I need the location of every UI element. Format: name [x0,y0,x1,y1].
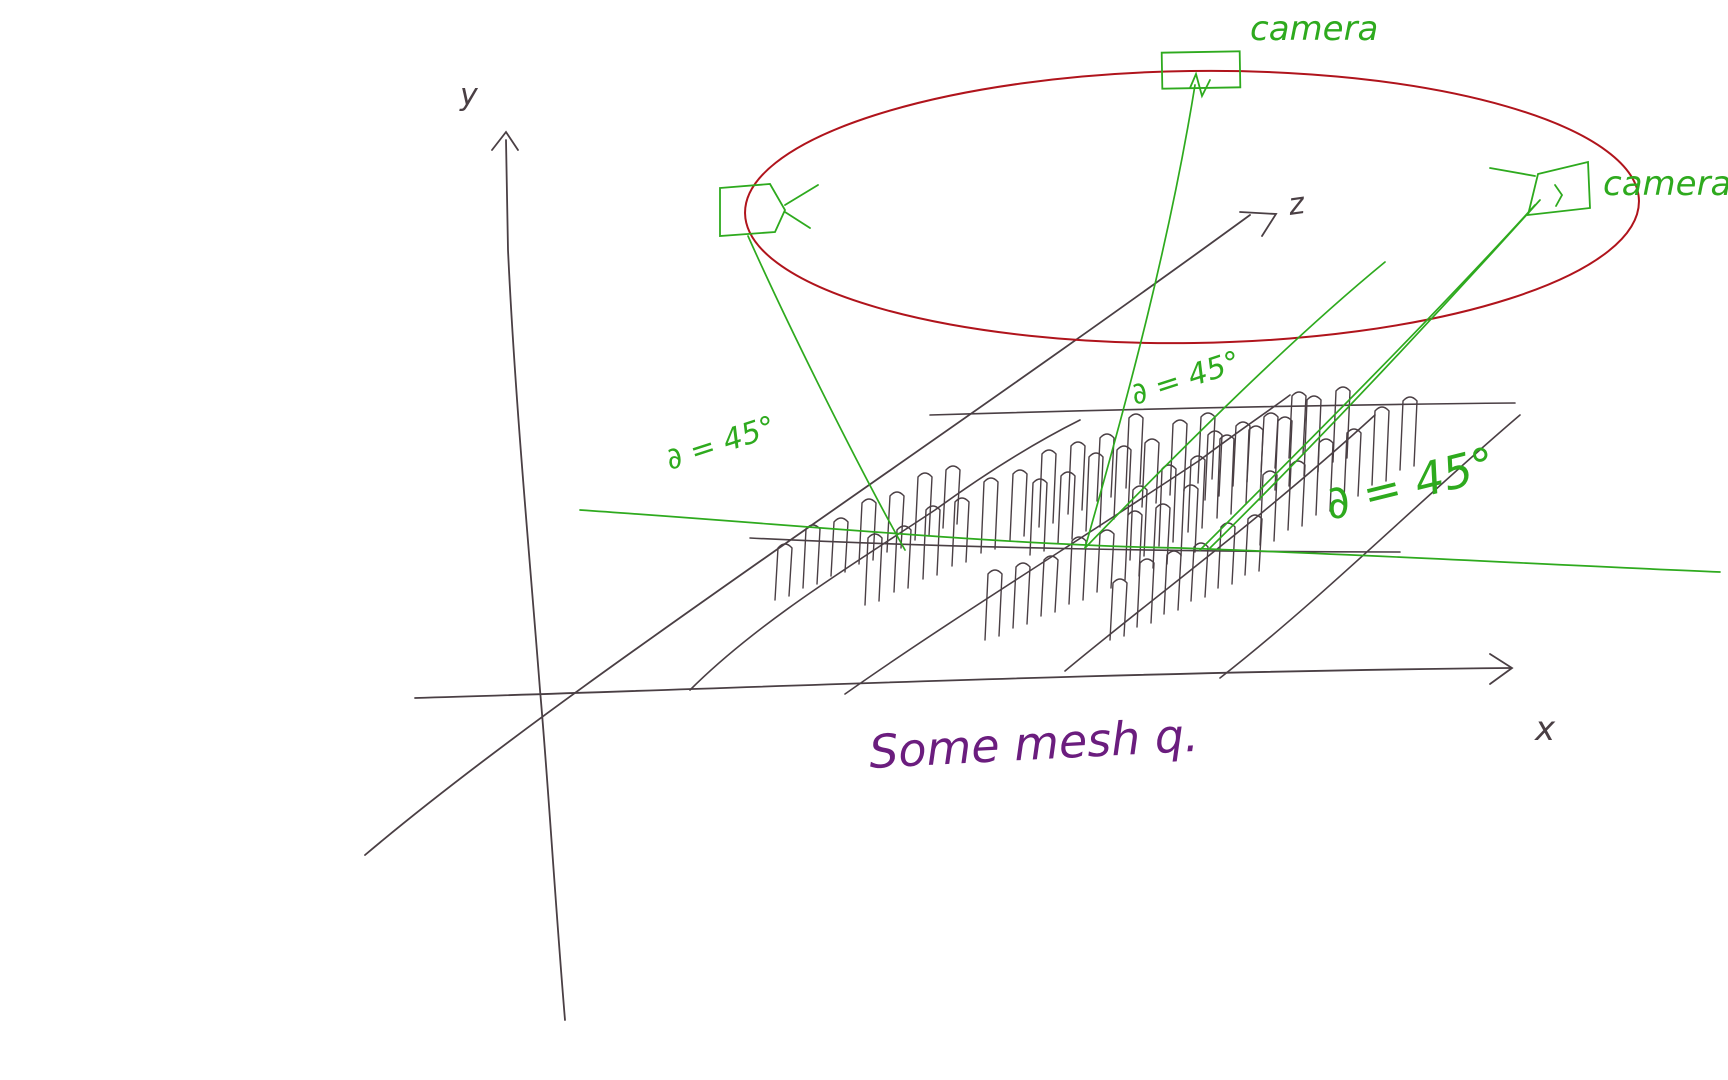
mesh-building [1204,430,1223,501]
mesh-building [1129,485,1148,561]
x-axis [414,667,1511,699]
camera-top-label: camera [1250,9,1378,49]
mesh-building [914,472,933,541]
mesh-building [984,569,1003,641]
y-axis [505,139,566,1021]
mesh-building [1232,421,1251,487]
mesh-building [858,498,877,565]
mesh-building [1109,578,1128,641]
sight-line-left [747,235,906,551]
mesh-building [1125,413,1144,489]
mesh-building [922,505,941,580]
camera-right-label: camera [1603,164,1728,204]
mesh-building [802,524,821,589]
x-axis-label: x [1534,709,1556,749]
mesh-building [1332,386,1351,463]
camera-sight-lines [747,84,1541,551]
mesh-building [1260,412,1279,473]
mesh-building [886,491,905,553]
camera-left [719,183,819,237]
mesh-building [1067,441,1086,515]
mesh-building [1287,460,1306,531]
sight-line-right-2 [1209,199,1541,549]
mesh-building [1096,433,1115,502]
mesh-building [942,465,961,529]
z-axis-arrowhead [1239,211,1278,237]
y-axis-label: y [459,78,479,113]
sight-line-top [1084,84,1196,549]
mesh-building [1141,438,1160,508]
mesh-building [1068,536,1087,605]
camera-left-icon [719,183,787,237]
mesh-building [951,497,970,567]
mesh-building [1371,406,1390,486]
camera-top-icon [1160,50,1242,90]
mesh-building [1244,514,1263,576]
ground-plane [689,394,1521,695]
mesh-buildings [774,386,1418,641]
z-axis-label: z [1285,186,1308,223]
mesh-building [1303,395,1322,477]
sight-line-extra [1084,261,1386,549]
camera-right [1489,160,1591,217]
mesh-building [1040,555,1059,617]
mesh-building [1169,419,1188,496]
camera-top [1160,50,1242,99]
camera-right-icon [1526,160,1591,217]
mesh-building [1399,396,1418,471]
mesh-building [893,525,912,593]
mesh-building [1190,542,1209,602]
mesh-building [1029,478,1048,556]
angle-label-middle: ∂ = 45° [1127,344,1245,412]
mesh-building [1259,470,1278,546]
mesh-building [1136,558,1155,628]
mesh-building [1315,438,1334,516]
axes [364,130,1514,1021]
mesh-building [1163,550,1182,615]
mesh-building [1085,452,1104,532]
camera-orbit [744,69,1640,345]
mesh-building [1152,503,1171,569]
mesh-building [864,533,883,606]
y-axis-arrowhead [491,130,519,151]
z-axis [364,214,1251,856]
mesh-building [1187,455,1206,533]
horizon-line [579,509,1721,573]
mesh-building [1096,529,1115,593]
mesh-note: Some mesh q. [868,708,1200,779]
mesh-building [1288,391,1307,459]
mesh-building [1343,428,1362,501]
mesh-building [1009,469,1028,541]
sight-line-right-1 [1199,204,1536,551]
x-axis-arrowhead [1489,653,1514,685]
mesh-building [1012,562,1031,629]
mesh-building [1057,471,1076,544]
mesh-building [830,517,849,577]
angle-label-left: ∂ = 45° [662,409,780,477]
mesh-building [774,543,793,601]
mesh-building [1038,449,1057,528]
mesh-building [1216,434,1235,519]
mesh-building [1113,445,1132,520]
mesh-building [980,477,999,554]
